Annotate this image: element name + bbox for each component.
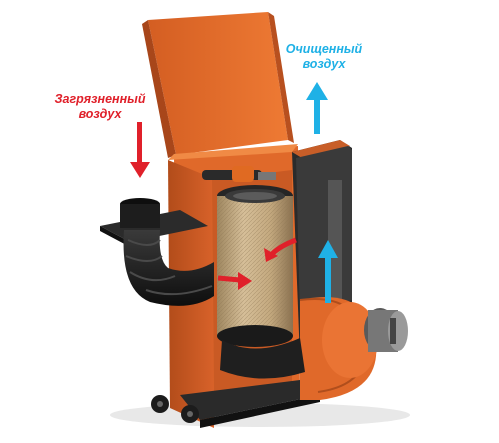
dirty-air-label: Загрязненный воздух: [40, 92, 160, 122]
clean-air-label-line1: Очищенный: [285, 42, 363, 56]
inlet-duct: [120, 198, 214, 306]
fan-housing: [299, 297, 378, 400]
filter-cartridge: [217, 185, 293, 347]
arrow-blue-icon: [306, 82, 328, 134]
dirty-air-label-line1: Загрязненный: [54, 92, 146, 106]
clean-air-label-line2: воздух: [302, 57, 346, 71]
arrow-red-icon: [217, 272, 252, 290]
pulse-nozzle: [202, 166, 276, 182]
motor: [364, 308, 408, 352]
caster-left: [151, 395, 169, 413]
caster-right: [181, 405, 199, 423]
dirty-air-label-line2: воздух: [78, 107, 122, 121]
filter-base: [220, 338, 305, 379]
lid: [142, 12, 294, 158]
arrow-red-icon: [264, 237, 297, 262]
arrow-blue-icon: [318, 240, 338, 303]
arrow-red-icon: [130, 122, 150, 178]
clean-air-label: Очищенный воздух: [264, 42, 384, 72]
